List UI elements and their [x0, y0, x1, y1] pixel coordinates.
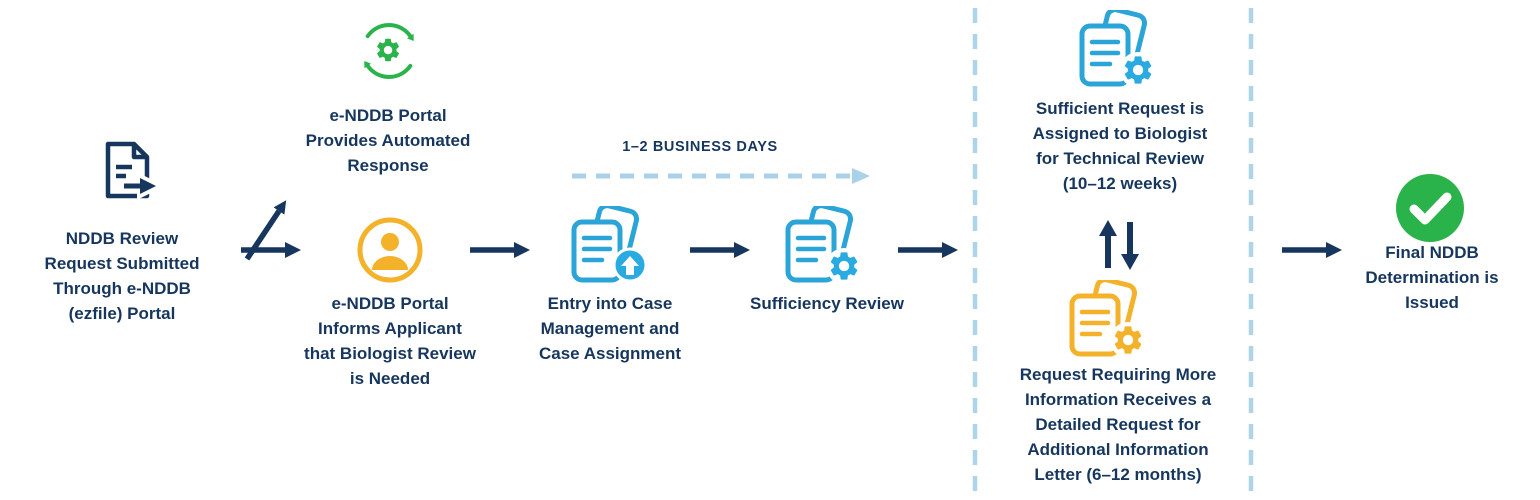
step-label-informs-applicant: e-NDDB Portal Informs Applicant that Bio… — [304, 294, 476, 388]
arrow-entry-to-sufficiency-icon — [690, 242, 750, 258]
documents-gear-icon-technical — [1072, 10, 1156, 88]
person-icon — [357, 217, 423, 283]
documents-gear-yellow-icon — [1062, 280, 1146, 358]
documents-upload-icon — [564, 206, 648, 283]
step-label-more-information: Request Requiring More Information Recei… — [1019, 365, 1217, 484]
arrow-informs-to-entry-icon — [470, 242, 530, 258]
arrow-section-to-final-icon — [1282, 242, 1342, 258]
step-label-final-determination: Final NDDB Determination is Issued — [1365, 243, 1499, 312]
automated-gear-cycle-icon — [364, 23, 414, 79]
duration-label: 1–2 BUSINESS DAYS — [622, 139, 778, 155]
dashed-duration-arrow-icon — [572, 168, 870, 184]
documents-gear-icon — [778, 206, 862, 284]
step-label-submit: NDDB Review Request Submitted Through e-… — [44, 229, 200, 323]
document-arrow-icon — [105, 141, 162, 200]
step-label-case-entry: Entry into Case Management and Case Assi… — [538, 294, 682, 363]
arrow-sufficiency-to-section-icon — [898, 242, 958, 258]
step-label-technical-review: Sufficient Request is Assigned to Biolog… — [1032, 99, 1208, 193]
step-label-automated-response: e-NDDB Portal Provides Automated Respons… — [305, 106, 471, 175]
dashed-divider-right — [1248, 8, 1254, 492]
dashed-divider-left — [972, 8, 978, 492]
step-label-sufficiency-review: Sufficiency Review — [749, 294, 904, 313]
check-circle-icon — [1396, 174, 1464, 242]
arrow-submit-to-informs-icon — [241, 242, 301, 258]
arrow-up-down-exchange-icon — [1099, 220, 1139, 270]
